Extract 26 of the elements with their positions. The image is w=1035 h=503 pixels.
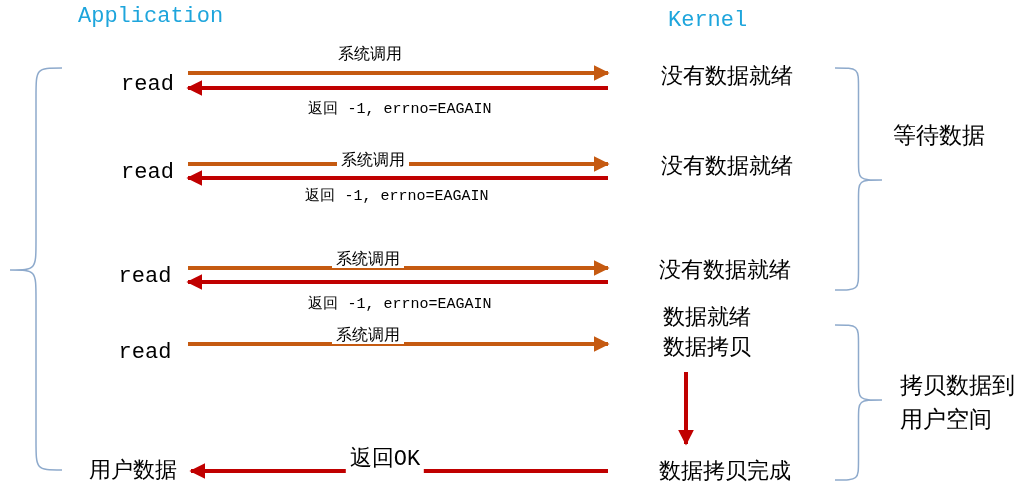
edge-label: 返回OK [345, 447, 425, 473]
arrow [186, 274, 608, 290]
state-text: 用户数据 [89, 456, 177, 484]
arrow [188, 260, 610, 276]
arrow [186, 170, 608, 186]
edge-label: 系统调用 [332, 326, 404, 344]
edge-label: 系统调用 [337, 151, 409, 169]
call-name: read [121, 71, 174, 99]
edge-label: 系统调用 [332, 250, 404, 268]
state-text: 数据拷贝完成 [659, 457, 791, 485]
brace-label: 等待数据 [893, 121, 986, 150]
state-text: 数据就绪 [663, 303, 751, 331]
state-text: 没有数据就绪 [659, 256, 791, 284]
call-name: read [118, 339, 172, 367]
arrow [678, 372, 694, 446]
column-heading: Application [78, 3, 224, 31]
arrow [188, 65, 610, 81]
state-text: 数据拷贝 [663, 333, 751, 361]
state-text: 没有数据就绪 [661, 62, 793, 90]
call-name: read [118, 263, 172, 291]
call-name: read [121, 159, 174, 187]
arrow [186, 80, 608, 96]
state-text: 没有数据就绪 [661, 152, 793, 180]
arrow [188, 336, 610, 352]
brace-label: 拷贝数据到用户空间 [900, 371, 1016, 434]
column-heading: Kernel [668, 7, 748, 35]
